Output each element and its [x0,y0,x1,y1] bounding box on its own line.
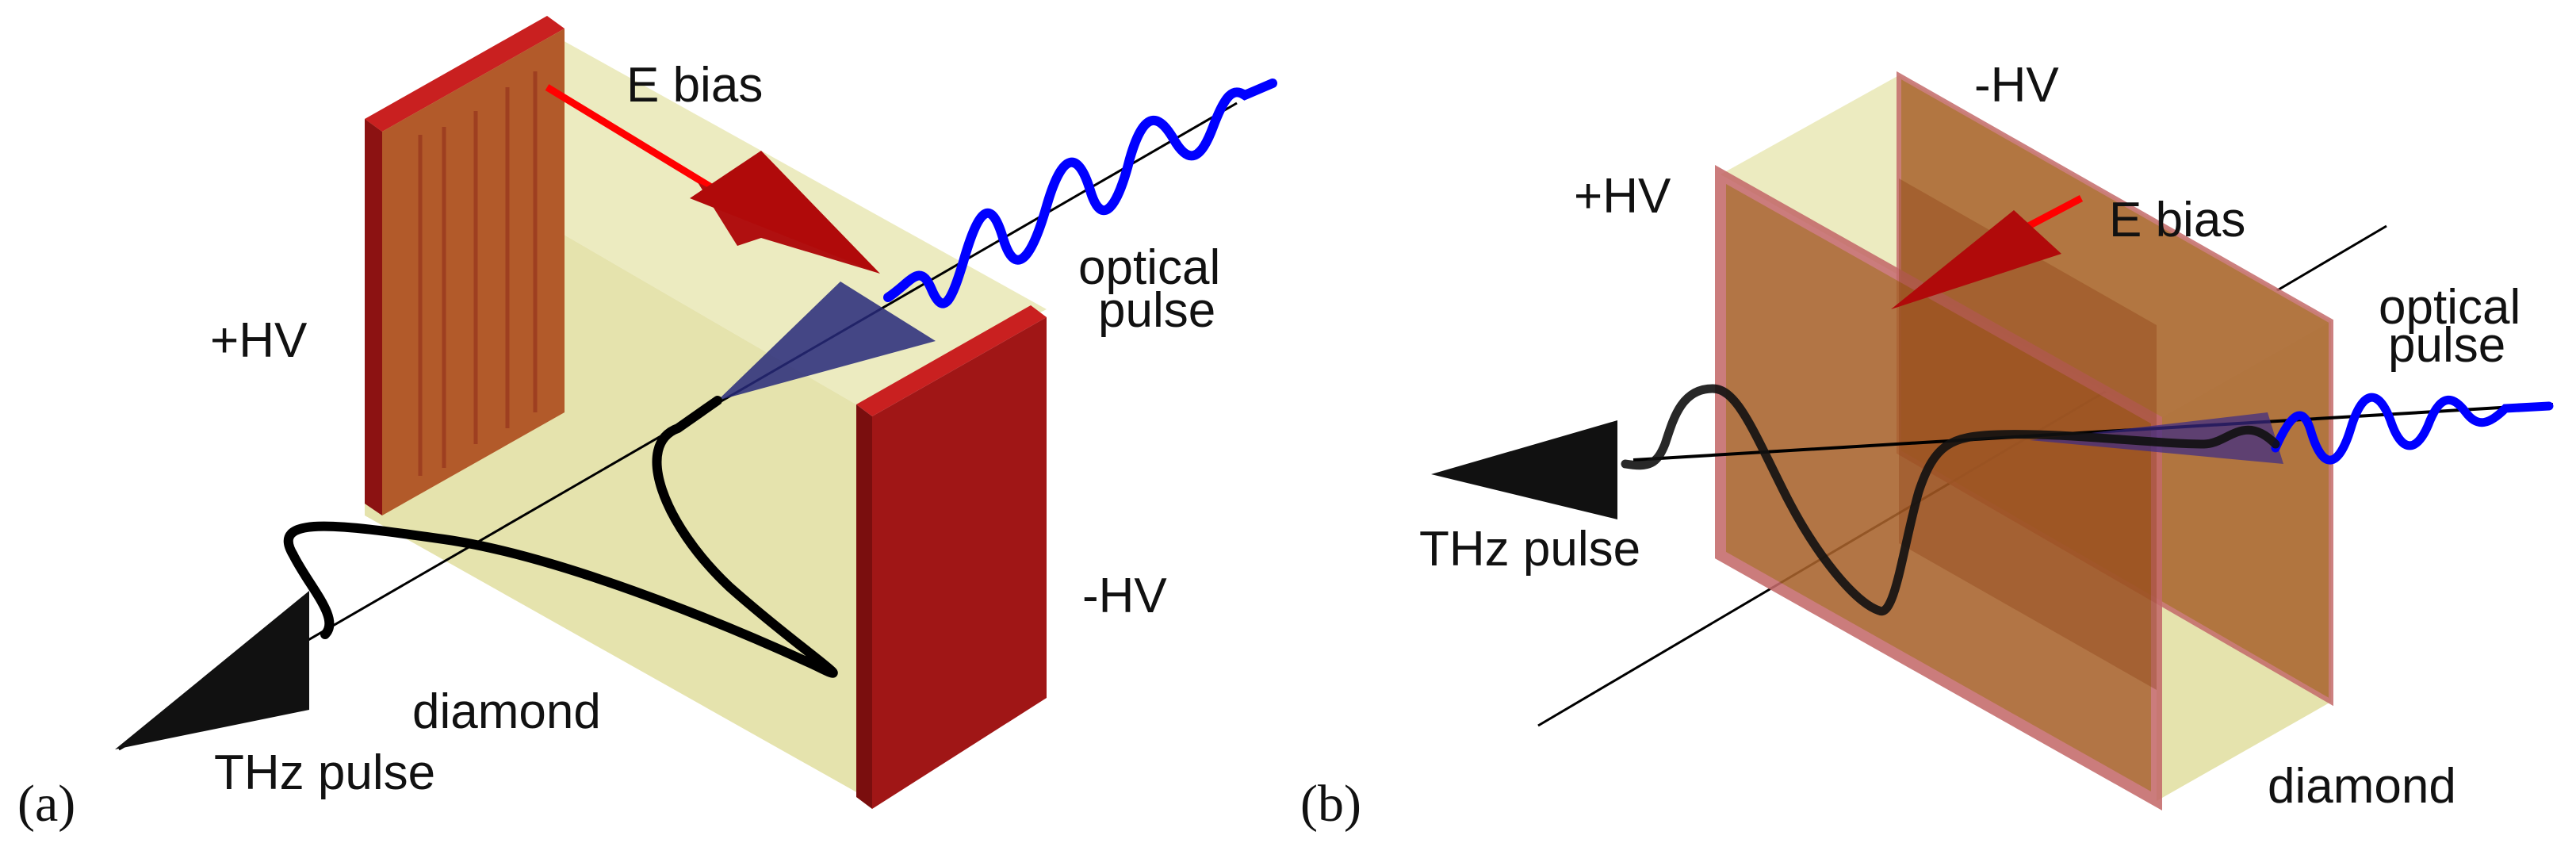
label-e-bias-b: E bias [2109,193,2245,247]
label-optical-b-2: pulse [2388,318,2505,373]
label-e-bias-a: E bias [626,58,763,113]
electrode-minus-hv-a [872,317,1047,809]
panel-tag-b: (b) [1300,775,1361,833]
electrode-plus-hv-a [382,29,565,515]
label-optical-b-1: optical [2379,280,2520,335]
optical-wave-a [883,79,1277,308]
electrode-plus-hv-a-edge [365,16,565,132]
e-bias-arrow-head-a-main [690,151,880,274]
thz-wave-a [283,396,838,678]
label-diamond-a: diamond [412,684,601,739]
label-thz-a: THz pulse [214,745,435,800]
electrode-minus-hv-a-side [856,404,872,809]
label-minus-hv-b: -HV [1974,58,2059,113]
label-plus-hv-a: +HV [210,313,308,368]
thz-wave-b [1621,384,2280,616]
panel-a [115,16,1277,809]
electrode-texture-a [418,71,538,476]
electrode-plus-hv-b [1715,165,2162,810]
e-bias-arrow-head-b [1891,210,2061,309]
label-optical-a-1: optical [1078,240,1220,295]
electrode-plus-hv-a-side [365,119,382,515]
panel-b [1431,71,2554,810]
label-optical-a-2: pulse [1098,283,1215,338]
e-bias-arrow-shaft-a [545,84,732,201]
label-thz-b: THz pulse [1419,522,1640,577]
electrode-minus-hv-a-edge [856,305,1047,416]
label-plus-hv-b: +HV [1574,169,1671,224]
optical-cone-a [718,282,936,400]
panel-tag-a: (a) [17,775,75,833]
optical-wave-b [2271,393,2554,465]
label-minus-hv-a: -HV [1082,569,1167,623]
thz-arrow-head-a [115,591,309,749]
thz-arrow-head-b [1431,420,1617,519]
beam-line-b [1632,403,2554,462]
label-diamond-b: diamond [2268,759,2456,814]
